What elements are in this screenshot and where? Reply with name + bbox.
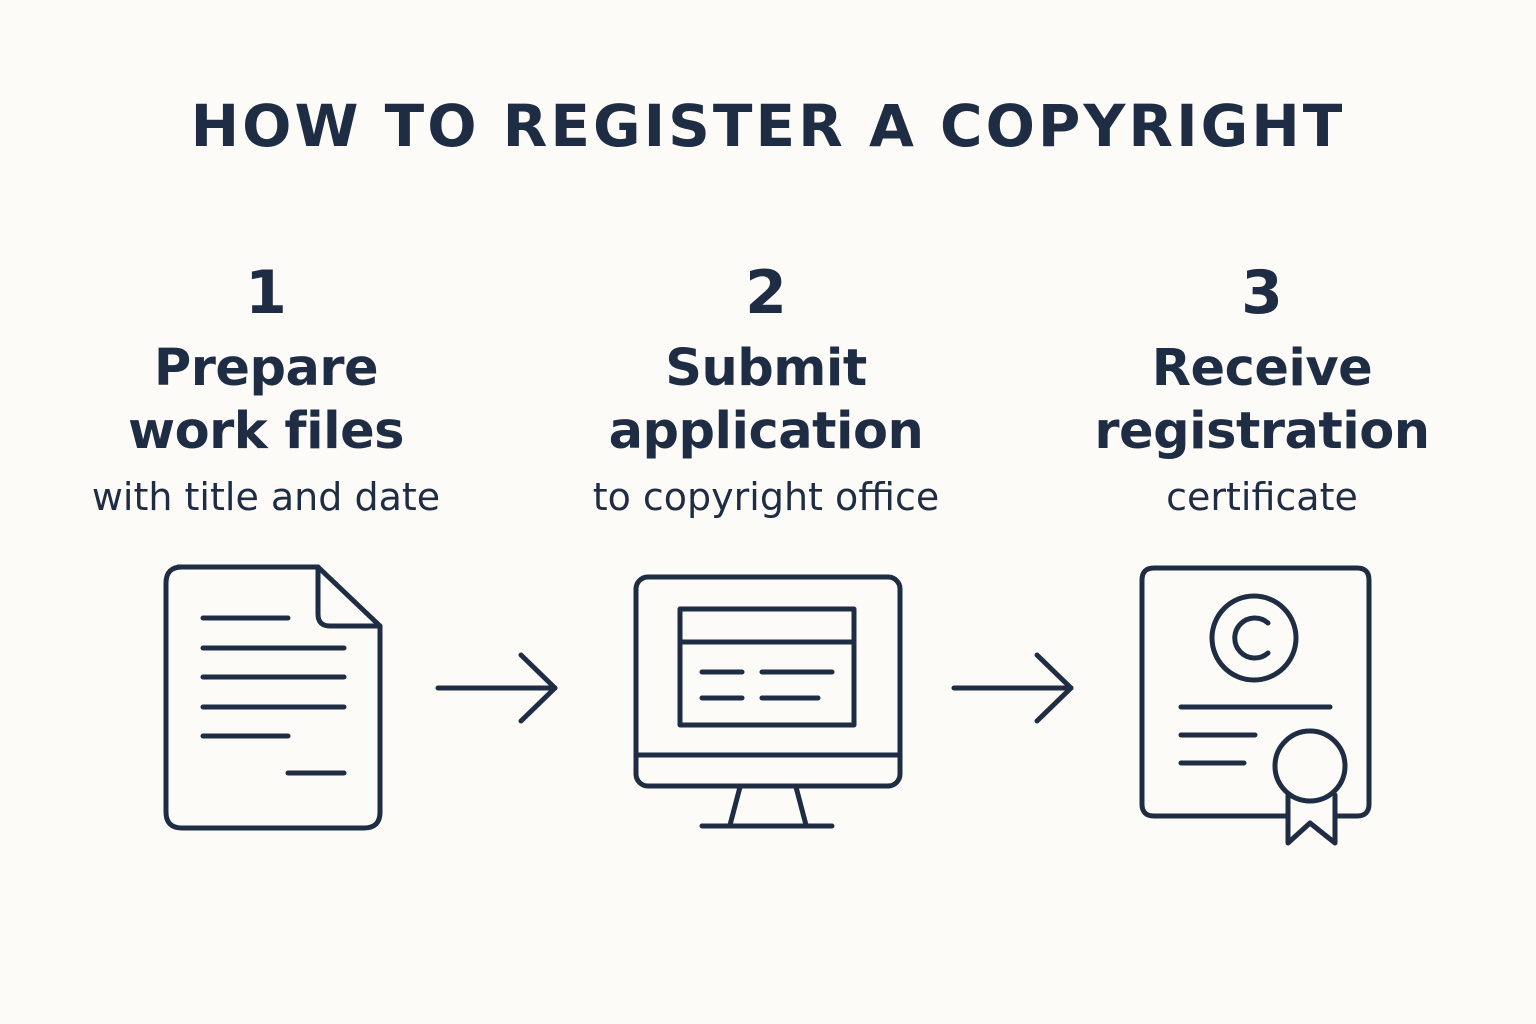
page-title: HOW TO REGISTER A COPYRIGHT <box>190 92 1346 160</box>
step-number: 1 <box>245 258 287 328</box>
step-2: 2 Submit application to copyright office <box>556 255 976 527</box>
step-subtitle: with title and date <box>91 475 441 519</box>
step-1: 1 Prepare work files with title and date <box>56 255 476 527</box>
document-icon <box>163 564 383 831</box>
step-heading-line-2: application <box>608 402 924 461</box>
step-3: 3 Receive registration certificate <box>1052 255 1472 527</box>
step-heading-line-1: Prepare <box>153 339 379 398</box>
arrow-right-icon <box>951 652 1074 724</box>
step-number: 3 <box>1241 258 1283 328</box>
step-heading-line-2: registration <box>1094 402 1430 461</box>
arrow-right-icon <box>435 652 558 724</box>
ribbon-seal-icon <box>1272 728 1348 846</box>
step-heading: Receive registration <box>1052 337 1472 463</box>
step-number: 2 <box>745 258 787 328</box>
step-heading-line-2: work files <box>127 402 405 461</box>
step-subtitle: certificate <box>1166 475 1358 519</box>
step-heading-line-1: Receive <box>1151 339 1373 398</box>
copyright-icon <box>1209 593 1299 683</box>
step-subtitle: to copyright office <box>592 475 940 519</box>
step-heading: Prepare work files <box>56 337 476 463</box>
step-heading: Submit application <box>556 337 976 463</box>
step-heading-line-1: Submit <box>665 339 867 398</box>
computer-monitor-icon <box>633 574 903 829</box>
certificate-icon <box>1139 565 1372 846</box>
